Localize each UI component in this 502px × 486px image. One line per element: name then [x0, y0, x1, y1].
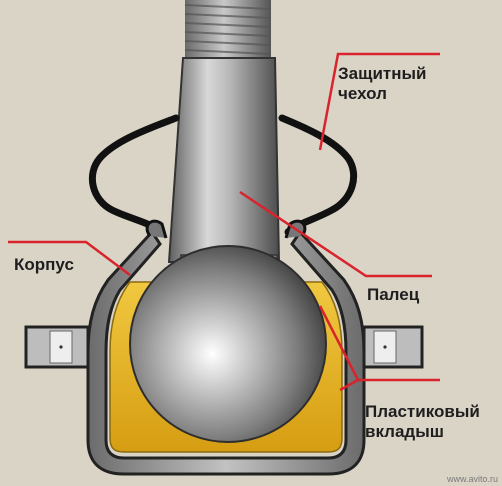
label-plastic-insert-line2: вкладыш: [365, 422, 444, 441]
rubber-boot: [88, 114, 358, 236]
label-stud: Палец: [367, 285, 420, 304]
label-plastic-insert-line1: Пластиковый: [365, 402, 480, 421]
label-protective-boot-line1: Защитный: [338, 64, 427, 83]
housing-flange-right: [362, 325, 424, 369]
housing-flange-left: [24, 325, 90, 369]
label-protective-boot: Защитный чехол: [338, 64, 426, 104]
label-plastic-insert: Пластиковый вкладыш: [365, 402, 480, 442]
watermark: www.avito.ru: [446, 474, 498, 484]
leader-lines: [8, 52, 440, 392]
stud-ball: [129, 245, 327, 443]
housing: [86, 229, 366, 476]
label-housing: Корпус: [14, 255, 74, 274]
stud-thread: [184, 0, 272, 62]
label-protective-boot-line2: чехол: [338, 84, 387, 103]
stud-taper: [167, 57, 281, 263]
